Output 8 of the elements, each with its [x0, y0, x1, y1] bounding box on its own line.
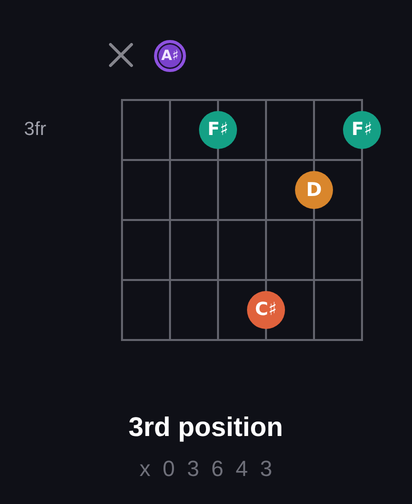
chord-title: 3rd position: [128, 412, 283, 444]
finger-note-dot: C♯: [247, 291, 285, 329]
string-fingering-label: x 0 3 6 4 3: [138, 456, 276, 482]
finger-note-dot: D: [295, 171, 333, 209]
finger-note-dot: F♯: [199, 111, 237, 149]
finger-note-dot: F♯: [343, 111, 381, 149]
fret-number-label: 3fr: [24, 119, 46, 141]
open-string-note-ring: A♯: [154, 40, 186, 72]
